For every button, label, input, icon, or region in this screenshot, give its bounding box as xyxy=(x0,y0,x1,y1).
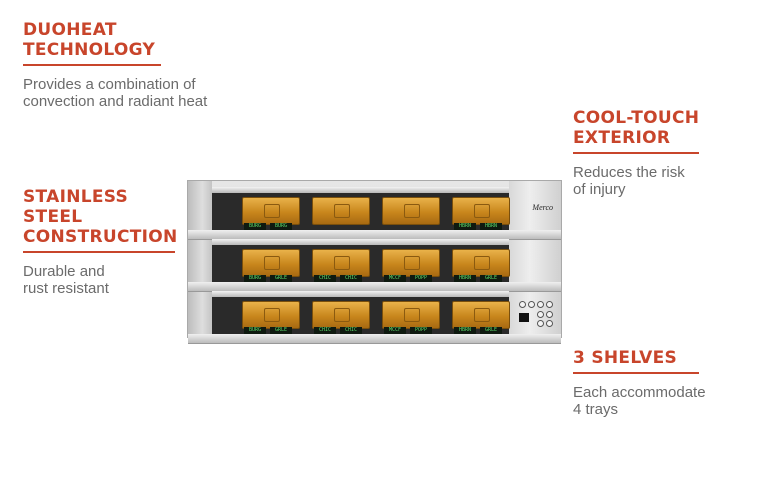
heat-lamp xyxy=(212,187,509,193)
food-tray xyxy=(242,249,300,277)
timer-display: POPP xyxy=(410,327,432,334)
control-button xyxy=(546,311,553,318)
food-tray xyxy=(452,249,510,277)
food-tray xyxy=(312,249,370,277)
title-underline xyxy=(23,251,175,253)
timer-display: BURG xyxy=(244,327,266,334)
control-button xyxy=(546,301,553,308)
holding-cabinet-image: Merco BURG BURG HBRN HBRN BURG GRLE CHIC CHIC MC… xyxy=(187,180,562,344)
title-underline xyxy=(573,152,699,154)
timer-display: BURG xyxy=(244,275,266,282)
shelf-rail xyxy=(188,334,561,344)
control-panel xyxy=(517,299,555,329)
food-tray xyxy=(312,301,370,329)
food-tray xyxy=(242,301,300,329)
right-side-panel xyxy=(509,181,561,337)
shelf: BURG GRLE CHIC CHIC MCCF POPP HBRN GRLE xyxy=(188,291,561,344)
control-button xyxy=(519,301,526,308)
timer-display: CHIC xyxy=(340,327,362,334)
timer-display: HBRN xyxy=(454,223,476,230)
timer-display: POPP xyxy=(410,275,432,282)
timer-display: GRLE xyxy=(480,275,502,282)
heat-lamp xyxy=(212,291,509,297)
food-tray xyxy=(242,197,300,225)
timer-display: BURG xyxy=(244,223,266,230)
timer-display: MCCF xyxy=(384,275,406,282)
title-underline xyxy=(23,64,161,66)
timer-display: GRLE xyxy=(270,275,292,282)
power-switch xyxy=(519,313,529,322)
food-tray xyxy=(312,197,370,225)
shelf: BURG BURG HBRN HBRN xyxy=(188,187,561,240)
food-tray xyxy=(452,301,510,329)
timer-display: BURG xyxy=(270,223,292,230)
title-underline xyxy=(573,372,699,374)
control-button xyxy=(537,301,544,308)
timer-display: GRLE xyxy=(270,327,292,334)
timer-display: HBRN xyxy=(454,275,476,282)
timer-display: CHIC xyxy=(340,275,362,282)
control-button xyxy=(537,311,544,318)
timer-display: GRLE xyxy=(480,327,502,334)
timer-display: CHIC xyxy=(314,327,336,334)
shelf: BURG GRLE CHIC CHIC MCCF POPP HBRN GRLE xyxy=(188,239,561,292)
control-button xyxy=(528,301,535,308)
feature-title: 3 SHELVES xyxy=(573,348,678,368)
brand-logo: Merco xyxy=(532,203,553,212)
left-side-panel xyxy=(188,181,212,337)
control-button xyxy=(546,320,553,327)
food-tray xyxy=(382,197,440,225)
timer-display: HBRN xyxy=(480,223,502,230)
food-tray xyxy=(452,197,510,225)
heat-lamp xyxy=(212,239,509,245)
timer-display: HBRN xyxy=(454,327,476,334)
food-tray xyxy=(382,249,440,277)
timer-display: CHIC xyxy=(314,275,336,282)
timer-display: MCCF xyxy=(384,327,406,334)
control-button xyxy=(537,320,544,327)
food-tray xyxy=(382,301,440,329)
